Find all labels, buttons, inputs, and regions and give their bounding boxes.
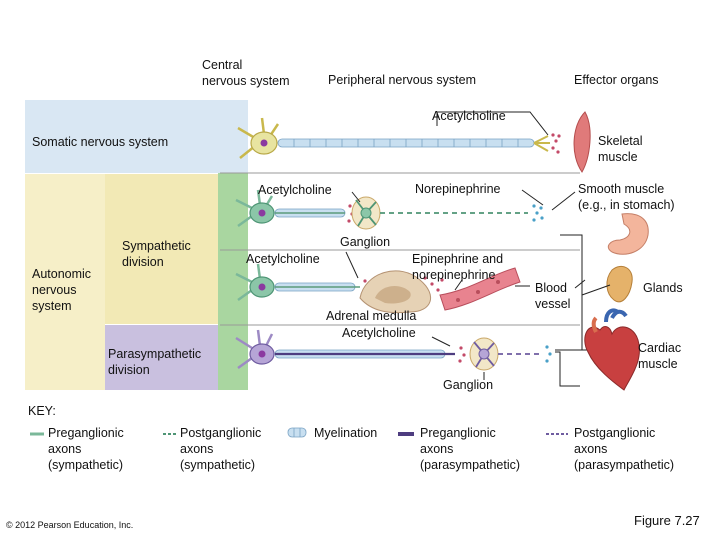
label-epinephrine: Epinephrine and norepinephrine [412,252,504,282]
key-myelination-glyph [287,427,307,438]
label-parasympathetic: Parasympathetic division [108,347,202,377]
key-glyphs [30,427,568,438]
key-title: KEY: [28,404,56,418]
heart [584,308,640,391]
sympathetic-panel [105,174,218,324]
cns-column [218,100,248,173]
label-autonomic: Autonomic nervous system [32,267,92,313]
label-sympathetic: Sympathetic division [122,239,191,269]
key-item-preganglionic-sympathetic: Preganglionic axons (sympathetic) [48,426,124,472]
blood-vessel [439,267,521,311]
header-pns: Peripheral nervous system [328,73,476,87]
label-ach-adrenal: Acetylcholine [246,252,320,266]
label-norepinephrine: Norepinephrine [415,182,501,196]
key-item-postganglionic-sympathetic: Postganglionic axons (sympathetic) [180,426,262,472]
somatic-neuron [237,117,561,159]
copyright: © 2012 Pearson Education, Inc. [6,520,134,530]
sympathetic-neuron-2 [235,263,370,302]
label-ach-sympathetic: Acetylcholine [258,183,332,197]
label-cardiac-muscle: Cardiac muscle [638,341,682,371]
key-item-postganglionic-parasympathetic: Postganglionic axons (parasympathetic) [574,426,675,472]
label-ach-parasympathetic: Acetylcholine [342,326,416,340]
label-somatic: Somatic nervous system [32,135,169,149]
key-item-preganglionic-parasympathetic: Preganglionic axons (parasympathetic) [420,426,521,472]
key-item-myelination: Myelination [314,426,378,440]
autonomic-panel [25,174,105,390]
sympathetic-neuron-1 [235,189,544,230]
header-effector: Effector organs [574,73,659,87]
cns-column-green [218,174,248,390]
parasympathetic-panel [105,325,218,390]
label-ganglion-parasympathetic: Ganglion [443,378,494,392]
label-ganglion-sympathetic: Ganglion [340,235,391,249]
label-blood-vessel: Blood vessel [535,281,571,311]
label-smooth-muscle: Smooth muscle (e.g., in stomach) [578,182,675,212]
skeletal-muscle [573,111,591,173]
stomach [607,213,649,255]
label-ach-top: Acetylcholine [432,109,506,123]
header-cns: Central nervous system [202,58,290,88]
glands [606,266,633,303]
myelinated-axon [277,138,535,148]
label-adrenal-medulla: Adrenal medulla [326,309,417,323]
somatic-panel [25,100,218,173]
figure-number: Figure 7.27 [634,513,700,528]
label-glands: Glands [643,281,683,295]
label-skeletal-muscle: Skeletal muscle [598,134,643,164]
parasympathetic-neuron [235,329,552,371]
